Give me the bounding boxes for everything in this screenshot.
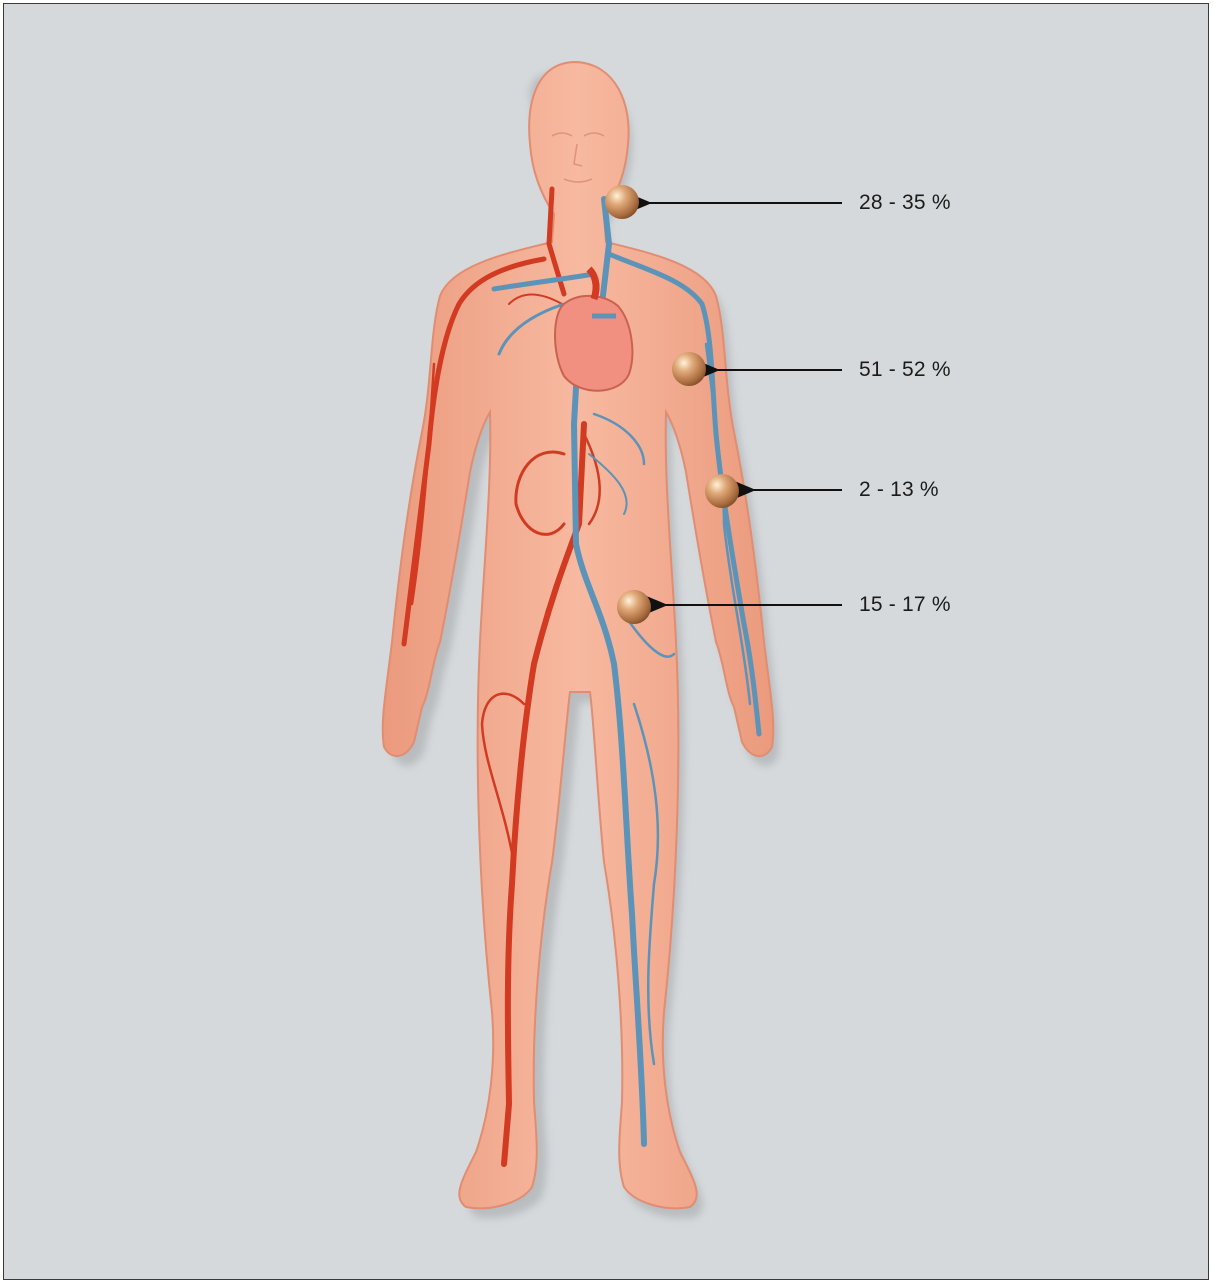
marker-sphere-upper-arm — [672, 352, 706, 386]
marker-sphere-abdomen — [617, 590, 651, 624]
callout-label-forearm: 2 - 13 % — [859, 478, 939, 502]
body-figure — [383, 62, 774, 1208]
callout-label-abdomen: 15 - 17 % — [859, 593, 951, 617]
circulatory-system-illustration — [4, 4, 1210, 1281]
marker-sphere-forearm — [705, 474, 739, 508]
diagram-frame: 28 - 35 % 51 - 52 % 2 - 13 % 15 - 17 % — [3, 3, 1209, 1280]
callout-label-upper-arm: 51 - 52 % — [859, 358, 951, 382]
callout-label-neck: 28 - 35 % — [859, 191, 951, 215]
marker-sphere-neck — [605, 185, 639, 219]
